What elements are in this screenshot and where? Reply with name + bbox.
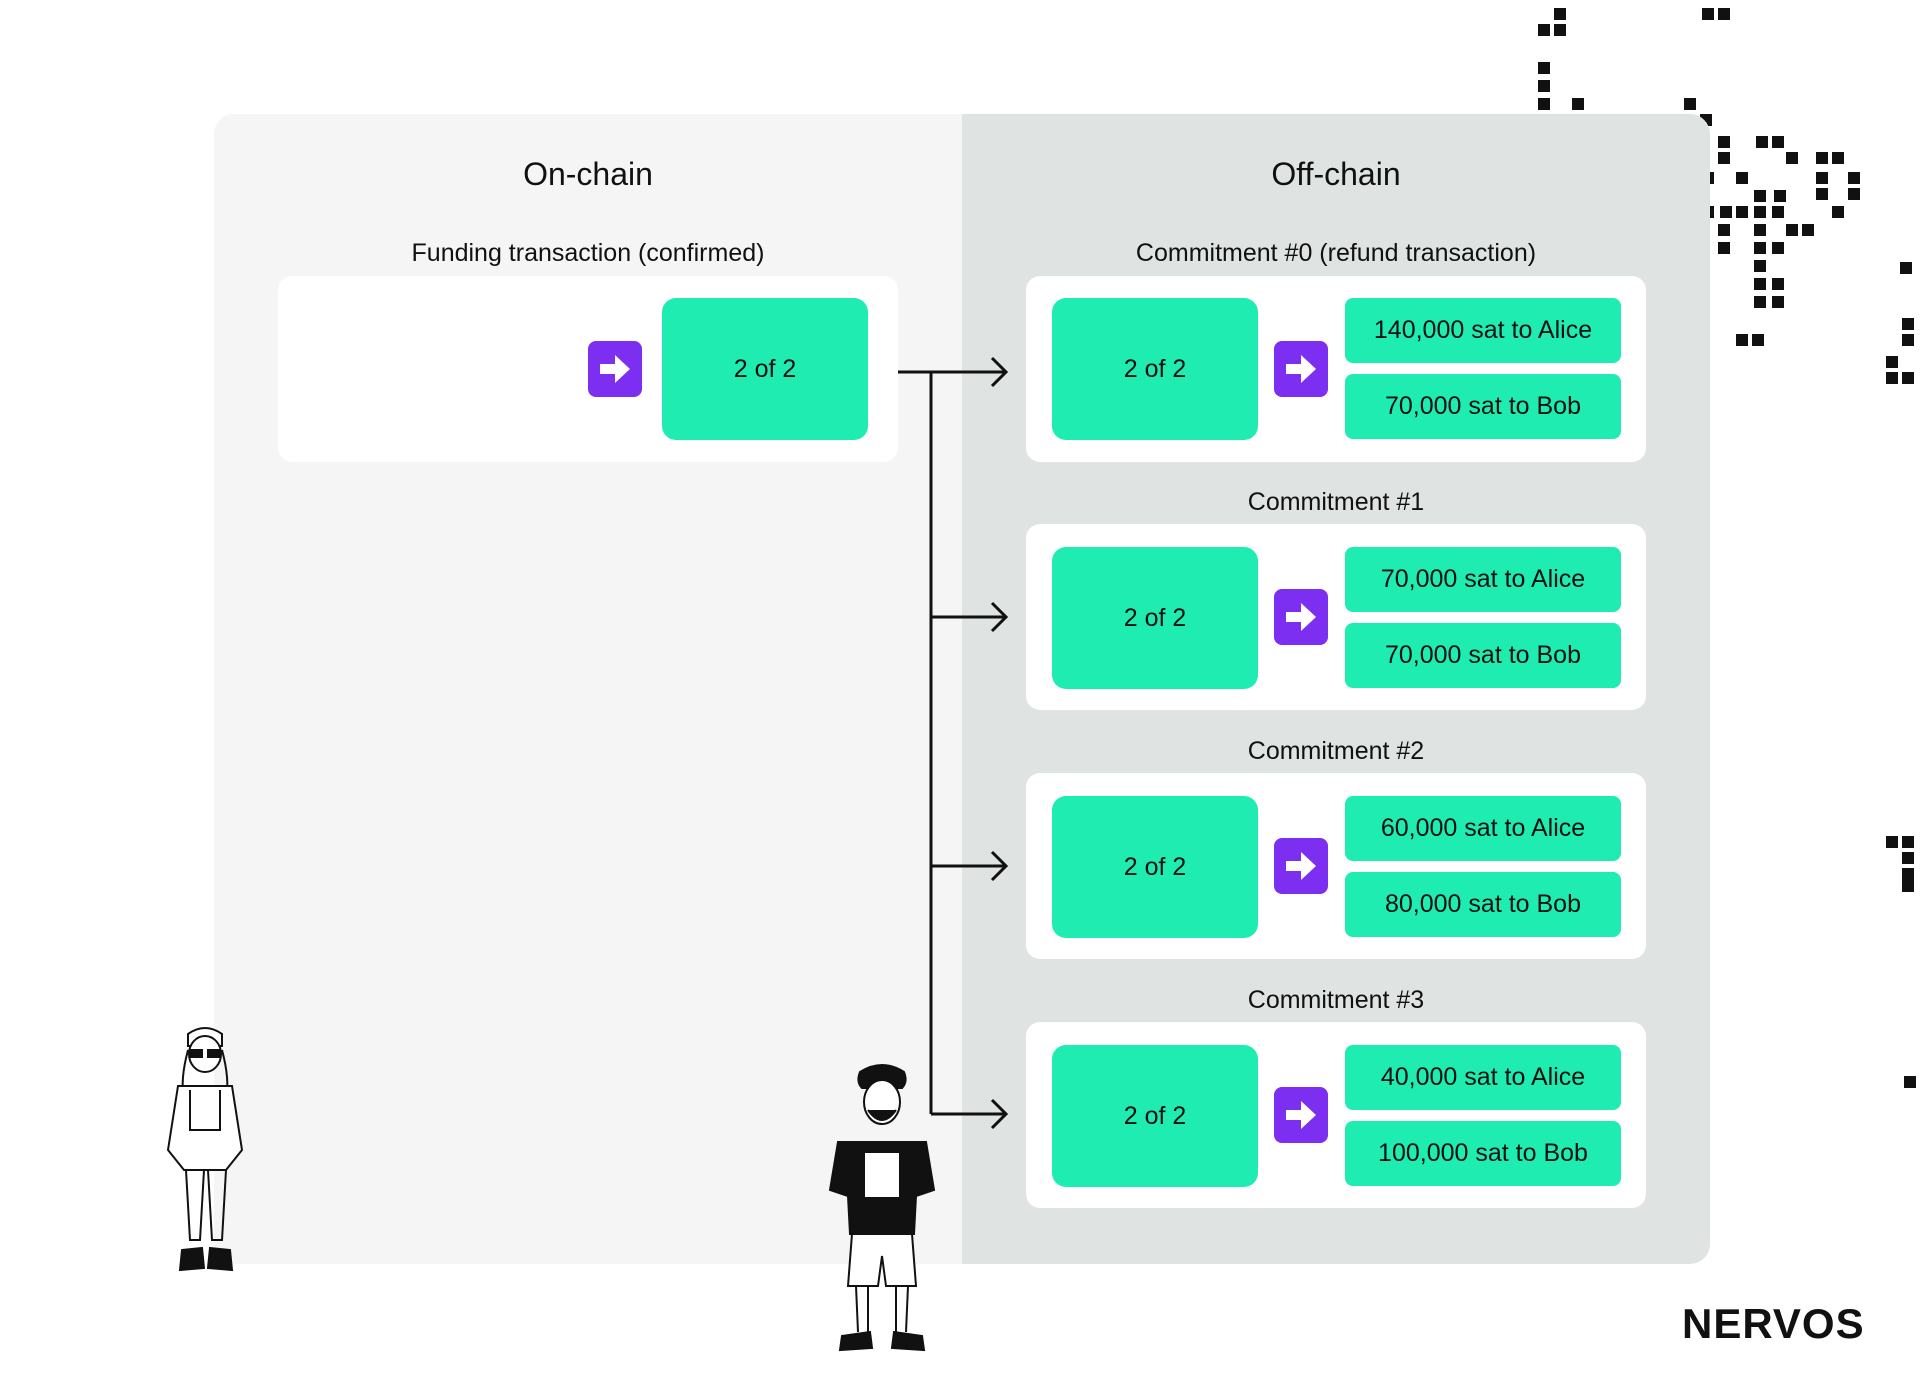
- arrow-right-icon: [600, 355, 630, 383]
- commitment-1-bob-output: 70,000 sat to Bob: [1345, 623, 1621, 688]
- bob-figure: [828, 1064, 936, 1352]
- arrow-right-icon: [1286, 852, 1316, 880]
- commitment-3-bob-output: 100,000 sat to Bob: [1345, 1121, 1621, 1186]
- offchain-title: Off-chain: [1271, 156, 1401, 192]
- nervos-logo: NERVOS: [1682, 1300, 1865, 1347]
- commitment-3-multisig-box: 2 of 2: [1052, 1045, 1258, 1187]
- commitment-1-alice-output: 70,000 sat to Alice: [1345, 547, 1621, 612]
- funding-arrow: [588, 341, 642, 397]
- commitment-2-multisig-box: 2 of 2: [1052, 796, 1258, 938]
- pixel-pattern: [1538, 8, 1916, 1088]
- alice-figure: [166, 1027, 244, 1272]
- arrow-right-icon: [1286, 355, 1316, 383]
- funding-multisig-box: 2 of 2: [662, 298, 868, 440]
- commitment-2-alice-output: 60,000 sat to Alice: [1345, 796, 1621, 861]
- commitment-1-multisig-box: 2 of 2: [1052, 547, 1258, 689]
- commitment-3-label: Commitment #3: [1247, 986, 1425, 1014]
- commitment-1-label: Commitment #1: [1247, 488, 1425, 516]
- commitment-2-label: Commitment #2: [1247, 737, 1425, 765]
- commitment-0-multisig-box: 2 of 2: [1052, 298, 1258, 440]
- funding-label: Funding transaction (confirmed): [411, 239, 765, 267]
- commitment-0-alice-output: 140,000 sat to Alice: [1345, 298, 1621, 363]
- commitment-3-arrow: [1274, 1087, 1328, 1143]
- commitment-3-alice-output: 40,000 sat to Alice: [1345, 1045, 1621, 1110]
- arrow-right-icon: [1286, 603, 1316, 631]
- arrow-right-icon: [1286, 1101, 1316, 1129]
- commitment-0-label: Commitment #0 (refund transaction): [1135, 239, 1537, 267]
- commitment-2-bob-output: 80,000 sat to Bob: [1345, 872, 1621, 937]
- commitment-0-arrow: [1274, 341, 1328, 397]
- commitment-2-arrow: [1274, 838, 1328, 894]
- commitment-1-arrow: [1274, 589, 1328, 645]
- commitment-0-bob-output: 70,000 sat to Bob: [1345, 374, 1621, 439]
- onchain-title: On-chain: [523, 156, 653, 192]
